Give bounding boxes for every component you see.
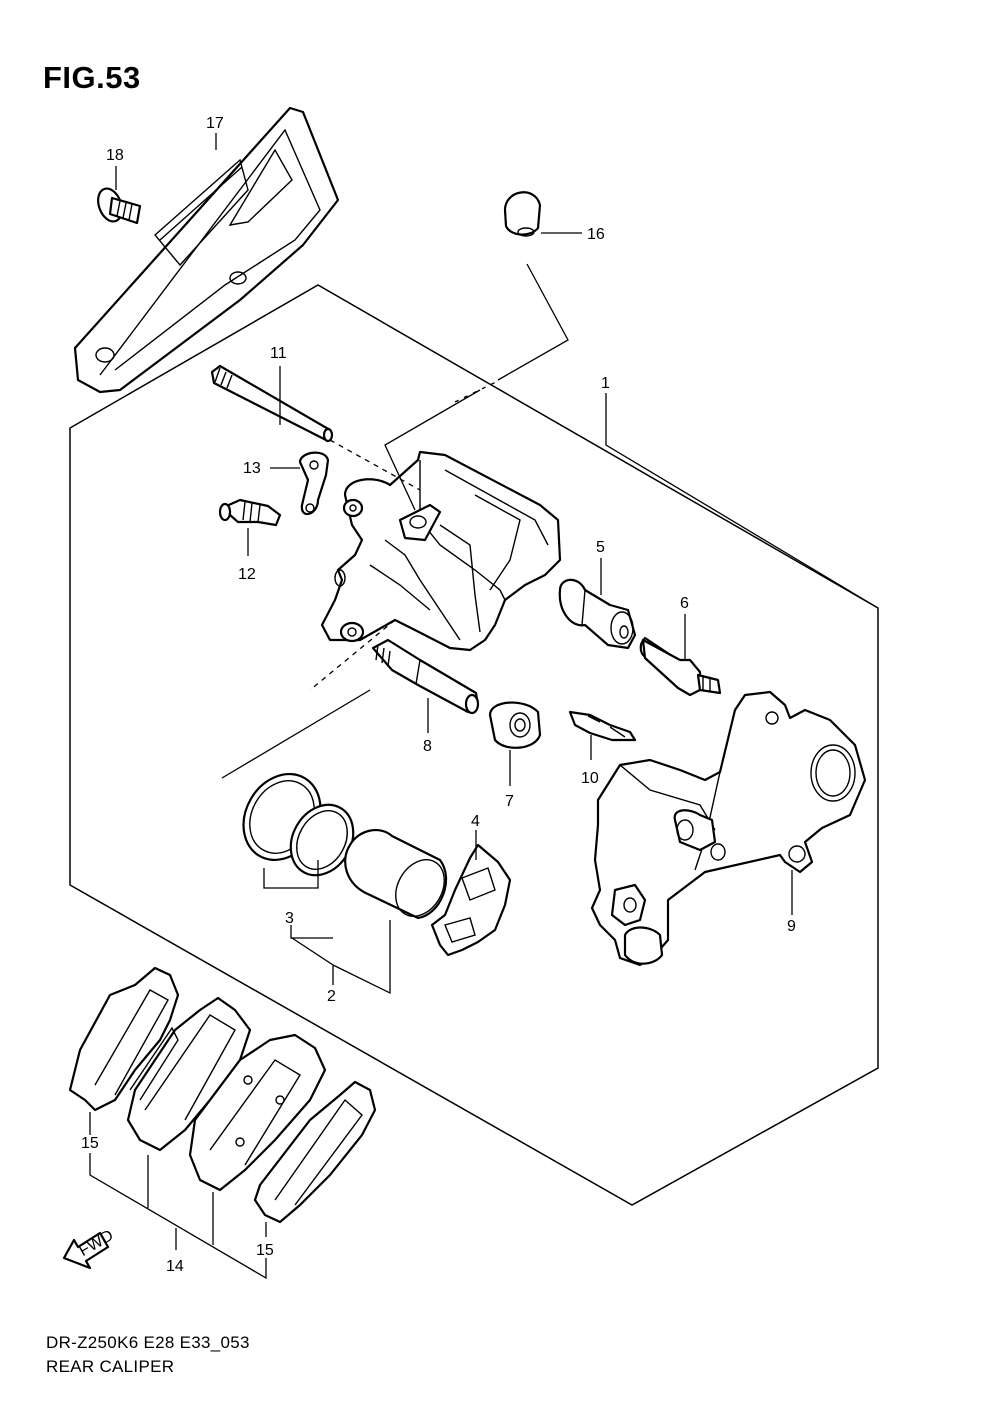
callout-6: 6 <box>680 595 689 612</box>
pad-pin[interactable] <box>371 638 480 715</box>
callout-11: 11 <box>270 345 287 362</box>
callout-1: 1 <box>601 375 610 392</box>
slide-sleeve[interactable] <box>558 578 637 650</box>
caliper-assembly-frame <box>69 284 879 1206</box>
brake-guard[interactable] <box>73 106 340 394</box>
callout-12: 12 <box>238 566 256 583</box>
brake-pad-outer-shim[interactable] <box>68 966 180 1112</box>
caliper-body[interactable] <box>320 450 562 652</box>
guard-bolt[interactable] <box>94 185 142 225</box>
callout-13: 13 <box>243 460 261 477</box>
slide-pin[interactable] <box>639 636 722 697</box>
caliper-piston[interactable] <box>344 828 454 925</box>
figure-name: REAR CALIPER <box>46 1357 175 1376</box>
callout-10: 10 <box>581 770 599 787</box>
bleeder-cap[interactable] <box>503 191 542 237</box>
fwd-arrow-icon: FWD <box>62 1227 116 1270</box>
callout-2: 2 <box>327 988 336 1005</box>
caliper-pin[interactable] <box>210 364 334 443</box>
callout-5: 5 <box>596 539 605 556</box>
callout-18: 18 <box>106 147 124 164</box>
pad-retainer[interactable] <box>430 843 512 957</box>
alignment-lines <box>309 379 501 691</box>
callout-7: 7 <box>505 793 514 810</box>
model-code: DR-Z250K6 E28 E33_053 <box>46 1333 250 1352</box>
callout-labels: 1 2 3 4 5 6 7 8 9 10 11 12 13 14 15 15 1… <box>81 115 796 1275</box>
callout-8: 8 <box>423 738 432 755</box>
callout-14: 14 <box>166 1258 184 1275</box>
callout-4: 4 <box>471 813 480 830</box>
piston-seals[interactable] <box>228 760 365 887</box>
callout-15-left: 15 <box>81 1135 99 1152</box>
leader-lines <box>89 133 879 1280</box>
pad-spring-plate[interactable] <box>568 710 637 742</box>
callout-9: 9 <box>787 918 796 935</box>
callout-15-right: 15 <box>256 1242 274 1259</box>
callout-3: 3 <box>285 910 294 927</box>
figure-title: FIG.53 <box>43 60 141 95</box>
brake-pad-2[interactable] <box>188 1033 327 1192</box>
callout-17: 17 <box>206 115 224 132</box>
pad-spring-clip[interactable] <box>298 451 330 516</box>
brake-pad-inner-shim[interactable] <box>253 1080 377 1224</box>
callout-16: 16 <box>587 226 605 243</box>
dust-boot[interactable] <box>488 701 542 749</box>
caliper-bracket[interactable] <box>590 690 867 967</box>
bleeder-valve[interactable] <box>218 498 282 527</box>
